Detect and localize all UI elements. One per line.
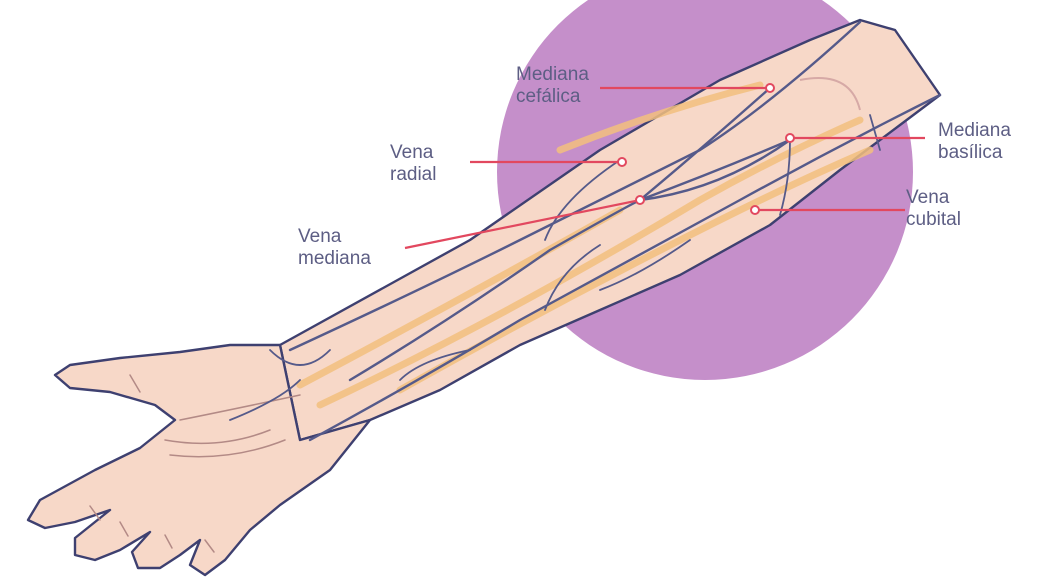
label-vena-radial: Vena radial: [390, 142, 439, 185]
label-vena-mediana-line1: Vena: [298, 226, 342, 247]
label-mediana-basilica-line2: basílica: [938, 142, 1003, 163]
label-vena-cubital-line2: cubital: [906, 209, 961, 230]
label-mediana-cefalica-line1: Mediana: [516, 64, 589, 85]
label-vena-radial-line1: Vena: [390, 142, 434, 163]
label-mediana-cefalica-line2: cefálica: [516, 86, 581, 107]
marker-vena-radial: [618, 158, 626, 166]
label-mediana-basilica: Mediana basílica: [938, 120, 1016, 163]
marker-vena-cubital: [751, 206, 759, 214]
marker-mediana-cefalica: [766, 84, 774, 92]
label-vena-cubital: Vena cubital: [906, 187, 961, 230]
label-vena-mediana: Vena mediana: [298, 226, 371, 269]
label-vena-mediana-line2: mediana: [298, 248, 371, 269]
marker-vena-mediana: [636, 196, 644, 204]
label-mediana-basilica-line1: Mediana: [938, 120, 1011, 141]
label-vena-radial-line2: radial: [390, 164, 436, 185]
marker-mediana-basilica: [786, 134, 794, 142]
label-vena-cubital-line1: Vena: [906, 187, 950, 208]
